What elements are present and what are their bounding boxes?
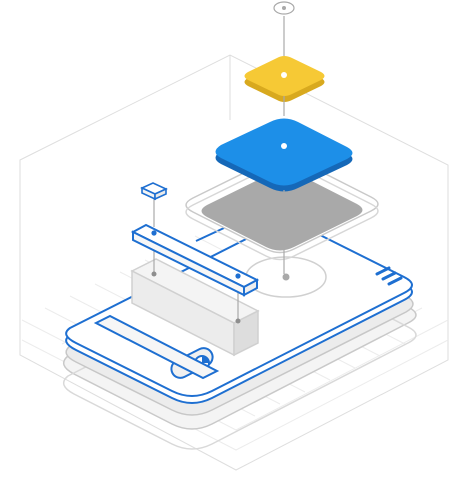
floating-gray-frame [185,155,379,261]
floating-blue-bar [130,223,260,297]
signal-bars-icon [375,266,403,286]
top-pin [273,1,295,15]
background-room-outline [19,54,449,471]
stacked-box [130,258,260,357]
center-dot [282,273,290,281]
small-floating-chip [140,182,168,201]
floating-yellow-tile [244,56,325,102]
phone-card [65,222,413,404]
text-field-card [93,314,220,380]
floating-blue-tile [215,118,353,192]
gray-pins [151,271,241,324]
